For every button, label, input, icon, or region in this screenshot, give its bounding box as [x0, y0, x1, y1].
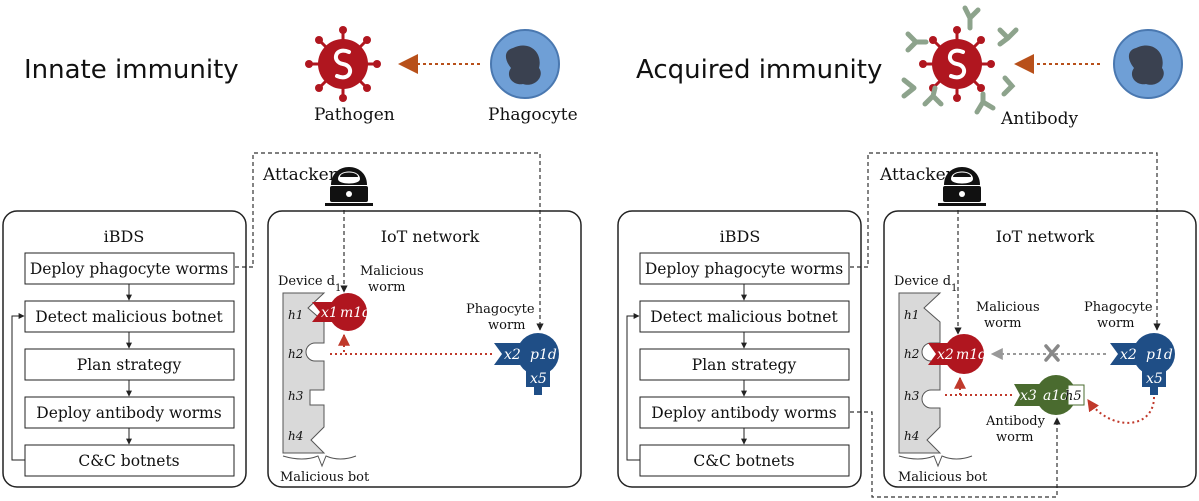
device-label: Device d1 [894, 274, 957, 294]
antibody-token-a: a1d [1043, 388, 1069, 404]
antibody-label: Antibody [1000, 109, 1078, 129]
antibody-icon [901, 5, 1019, 115]
iot-network-panel [267, 210, 582, 488]
ibds-panel [617, 210, 862, 488]
pathogen-icon [919, 26, 995, 102]
phagocyte-icon [1113, 29, 1183, 99]
malicious-token-x: x1 [321, 305, 338, 321]
port-h1: h1 [288, 308, 303, 322]
attacker-label: Attacker [879, 165, 955, 185]
step-box [639, 396, 850, 429]
attacker-icon [938, 167, 986, 206]
step-label: C&C botnets [693, 452, 794, 470]
step-label: Plan strategy [77, 356, 182, 374]
malicious-worm-label-2: worm [368, 280, 406, 295]
step-label: Plan strategy [692, 356, 797, 374]
malicious-token-x: x2 [937, 347, 954, 363]
phagocyte-token-p: p1d [1146, 347, 1173, 363]
port-h2: h2 [288, 347, 303, 361]
pathogen-icon [305, 26, 381, 102]
step-label: Deploy phagocyte worms [30, 260, 228, 278]
attacker-icon [325, 167, 373, 206]
step-box [639, 252, 850, 285]
deploy-phagocyte-link [235, 152, 544, 331]
device-label: Device d1 [278, 274, 341, 294]
malicious-worm: x1 m1d [312, 293, 371, 331]
phagocyte-token-x: x2 [1120, 347, 1137, 363]
ibds-title: iBDS [104, 227, 145, 246]
phagocyte-token-p: p1d [530, 347, 557, 363]
feedback-loop [626, 313, 640, 461]
step-box [639, 300, 850, 333]
device-brace [898, 455, 973, 468]
attacker-label: Attacker [262, 165, 338, 185]
phagocyte-worm-label: Phagocyte [466, 302, 535, 317]
phagocyte-worm-label-2: worm [488, 318, 526, 333]
step-box [24, 396, 235, 429]
malicious-worm-label: Malicious [360, 264, 424, 279]
deploy-antibody-link [850, 411, 1061, 498]
blocked-x-icon [1044, 344, 1060, 362]
step-label: Deploy antibody worms [36, 404, 221, 422]
malicious-bot-label: Malicious bot [280, 470, 370, 485]
ibds-steps: Deploy phagocyte worms Detect malicious … [626, 252, 850, 477]
phagocyte-token-x5: x5 [530, 371, 547, 387]
step-box [24, 348, 235, 381]
device-d1 [282, 292, 326, 454]
port-h3: h3 [904, 389, 920, 403]
step-label: Deploy antibody worms [651, 404, 836, 422]
step-label: Detect malicious botnet [650, 308, 838, 326]
malicious-token-m: m1d [340, 305, 371, 321]
device-brace [282, 455, 357, 468]
port-h1: h1 [904, 308, 919, 322]
step-box [639, 348, 850, 381]
step-box [24, 252, 235, 285]
malicious-bot-label: Malicious bot [898, 470, 988, 485]
port-h2: h2 [904, 347, 919, 361]
ibds-panel [2, 210, 247, 488]
feedback-loop [11, 313, 25, 461]
phagocyte-token-x: x2 [504, 347, 521, 363]
port-h4: h4 [288, 429, 303, 443]
antibody-worm-label: Antibody [985, 414, 1046, 429]
phagocyte-icon [490, 29, 560, 99]
innate-panel: Innate immunity Pathogen Phagocyte Attac [2, 26, 582, 488]
phagocyte-label: Phagocyte [488, 105, 578, 125]
phagocyte-worm-label-2: worm [1097, 316, 1135, 331]
malicious-token-m: m1d [956, 347, 987, 363]
iot-title: IoT network [996, 227, 1095, 246]
malicious-worm-label: Malicious [976, 300, 1040, 315]
phagocyte-to-antibody-arrow [1087, 396, 1155, 424]
port-h3: h3 [288, 389, 304, 403]
acquired-heading: Acquired immunity [636, 55, 882, 85]
step-label: Detect malicious botnet [35, 308, 223, 326]
step-label: C&C botnets [78, 452, 179, 470]
ibds-title: iBDS [720, 227, 761, 246]
phagocyte-token-x5: x5 [1146, 371, 1163, 387]
antibody-worm: x3 a1d h5 [1014, 375, 1085, 415]
antibody-worm-label-2: worm [996, 430, 1034, 445]
step-label: Deploy phagocyte worms [645, 260, 843, 278]
phagocyte-worm: x2 p1d x5 [1110, 333, 1175, 395]
iot-title: IoT network [381, 227, 480, 246]
antibody-token-x: x3 [1020, 388, 1037, 404]
ibds-steps: Deploy phagocyte worms Detect malicious … [11, 252, 235, 477]
malicious-worm: x2 m1d [928, 334, 987, 374]
antibody-token-h5: h5 [1065, 389, 1082, 404]
step-box [24, 444, 235, 477]
phagocyte-worm-label: Phagocyte [1084, 300, 1153, 315]
malicious-worm-label-2: worm [984, 316, 1022, 331]
phagocyte-worm: x2 p1d x5 [494, 333, 559, 395]
iot-network-panel [883, 210, 1197, 488]
step-box [639, 444, 850, 477]
deploy-phagocyte-link [850, 152, 1161, 331]
step-box [24, 300, 235, 333]
acquired-panel: Acquired immunity Antibody [617, 5, 1197, 498]
port-h4: h4 [904, 429, 919, 443]
innate-heading: Innate immunity [24, 55, 239, 85]
pathogen-label: Pathogen [314, 105, 395, 125]
